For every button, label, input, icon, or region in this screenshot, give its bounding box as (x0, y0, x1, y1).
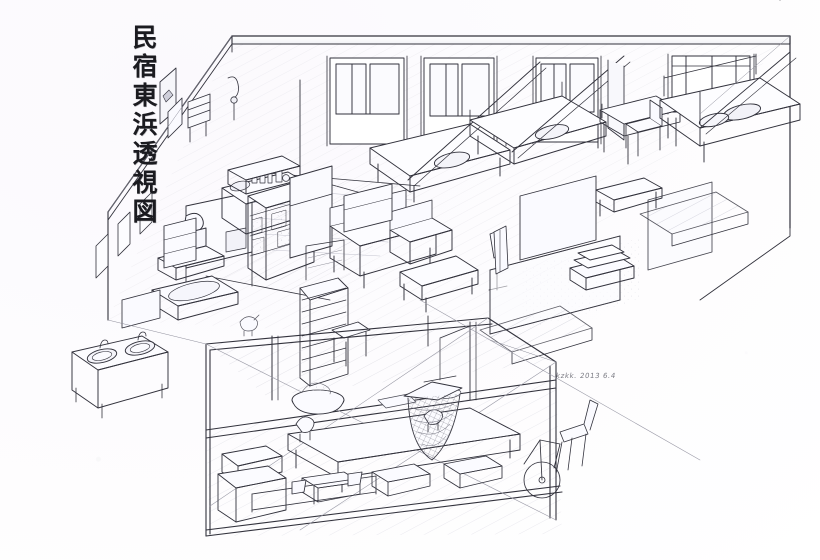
refrigerator (289, 165, 333, 259)
wall-cabinet (227, 155, 301, 195)
drawing-title: 民宿東浜透視図 (129, 24, 158, 227)
bench (443, 455, 503, 489)
coffee-table (399, 255, 479, 313)
living-area (239, 183, 508, 337)
double-sink-vanity (71, 331, 169, 419)
bath-suite (71, 191, 253, 419)
hammock-chair (403, 325, 471, 461)
folding-chair (555, 399, 599, 475)
bed (369, 109, 511, 203)
armchair (389, 199, 453, 265)
bench (595, 177, 663, 217)
side-cabinet (343, 183, 393, 233)
bathtub (151, 275, 239, 321)
cabinet (163, 217, 197, 269)
window (326, 55, 408, 147)
kitchen (221, 155, 333, 281)
chair (625, 99, 663, 157)
folding-screen (493, 225, 509, 275)
storage-box (217, 465, 287, 523)
pot (291, 479, 307, 495)
chair (295, 416, 315, 443)
wall-shelf (187, 93, 211, 143)
bicycle (523, 439, 561, 499)
bedroom-zone (299, 51, 801, 203)
wall-art (159, 67, 183, 139)
side-window (95, 191, 153, 279)
signature: kzkk. 2013 6.4 (555, 372, 617, 380)
pergola (205, 0, 781, 537)
mirror (121, 289, 161, 329)
construction-lines (107, 35, 791, 363)
bench (371, 463, 431, 497)
planter (291, 382, 345, 415)
window-group (95, 53, 755, 279)
futon-stack (569, 244, 635, 291)
wall-lamp (227, 76, 239, 121)
lower-shelf (251, 471, 377, 513)
pot (347, 471, 363, 487)
terrace (205, 0, 781, 537)
tatami-room (479, 175, 749, 365)
dog-sketch (239, 314, 260, 337)
